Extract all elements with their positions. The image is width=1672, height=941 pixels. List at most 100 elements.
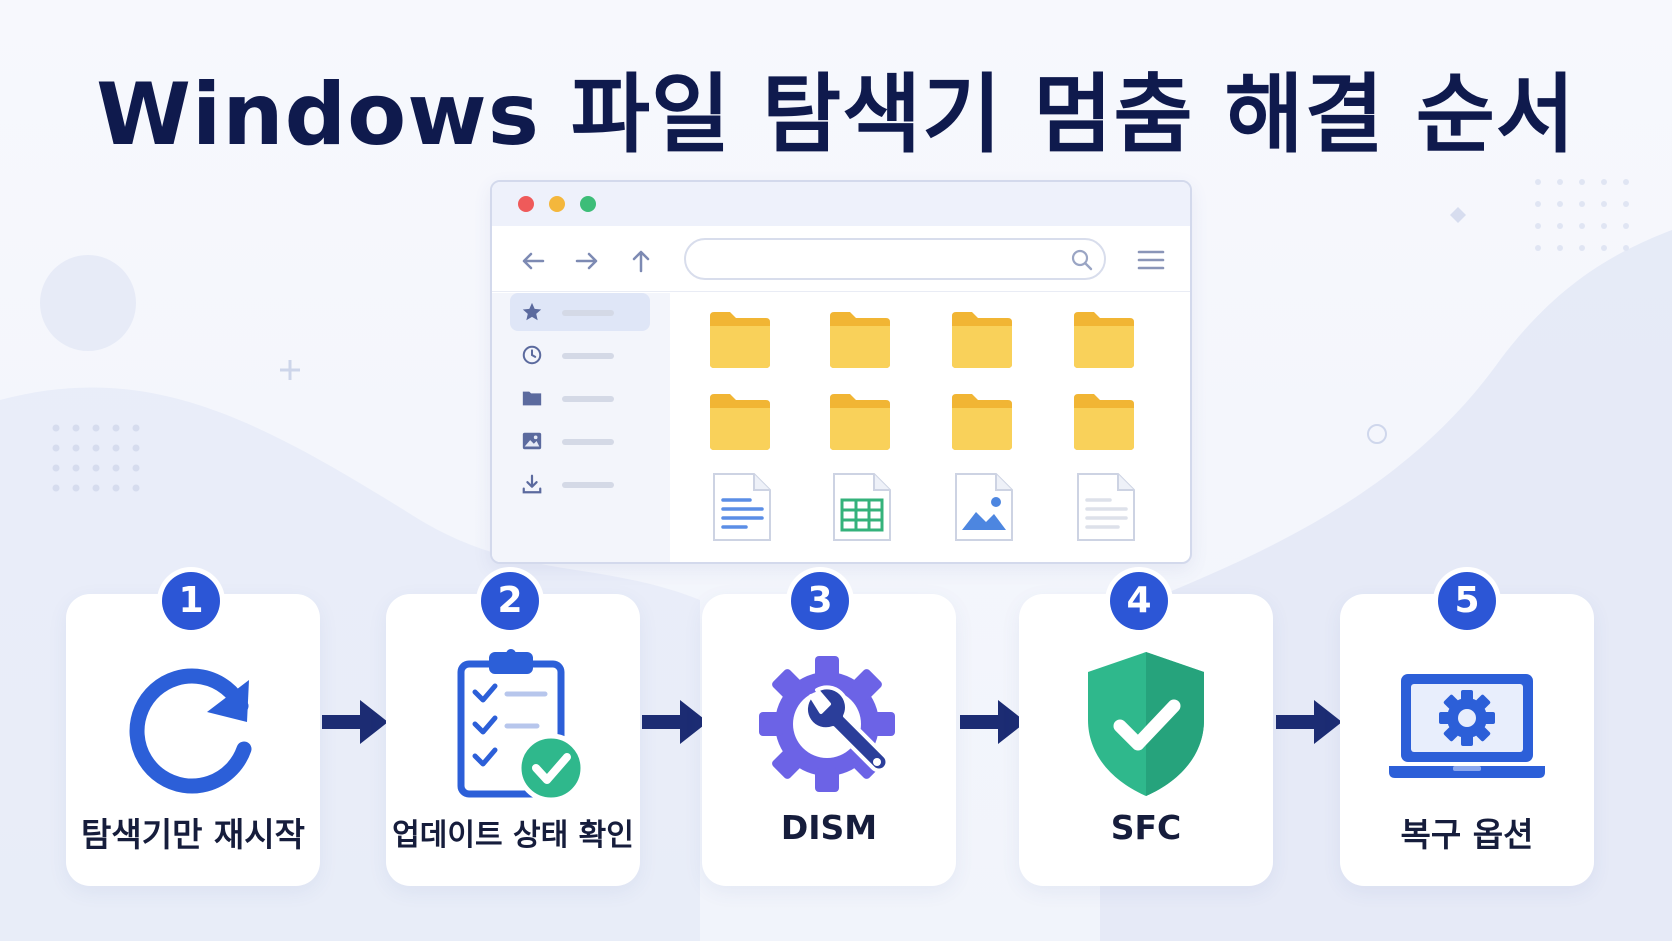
right-arrow-icon (1276, 700, 1342, 744)
explorer-toolbar (492, 226, 1190, 292)
laptop-gear-icon (1389, 674, 1545, 778)
restart-icon (129, 668, 252, 794)
decorative-dot (1557, 179, 1563, 185)
decorative-dot (72, 484, 80, 492)
decorative-dot (52, 444, 60, 452)
decorative-dot (1557, 223, 1563, 229)
search-icon (1071, 249, 1093, 271)
decorative-dot (132, 424, 140, 432)
maximize-dot (580, 196, 596, 212)
sidebar-placeholder-line (562, 353, 614, 359)
decorative-dot (1623, 201, 1629, 207)
decorative-dot (112, 444, 120, 452)
folder-icon (830, 394, 890, 450)
sidebar-placeholder-line (562, 439, 614, 445)
up-arrow-icon (632, 250, 650, 273)
image-icon (522, 432, 542, 450)
decorative-dot (52, 464, 60, 472)
right-arrow-icon (322, 700, 388, 744)
step-card-recovery-options: 복구 옵션 (1340, 594, 1594, 886)
decorative-dot (1535, 201, 1541, 207)
spreadsheet-document-icon (833, 473, 891, 541)
decorative-dot (52, 424, 60, 432)
step-label: 복구 옵션 (1400, 815, 1534, 854)
decorative-dot (92, 464, 100, 472)
step-label: DISM (780, 808, 878, 847)
step-label: SFC (1110, 808, 1182, 847)
decorative-dot (92, 484, 100, 492)
download-icon (522, 474, 542, 494)
search-input (684, 238, 1106, 280)
folder-icon (710, 312, 770, 368)
decorative-dot (1601, 179, 1607, 185)
decorative-dot (132, 464, 140, 472)
decorative-dot (1623, 179, 1629, 185)
page-title: Windows 파일 탐색기 멈춤 해결 순서 (96, 65, 1576, 165)
close-dot (518, 196, 534, 212)
image-document-icon (955, 473, 1013, 541)
file-explorer-window (490, 180, 1192, 564)
folder-icon (830, 312, 890, 368)
decorative-dot (1601, 245, 1607, 251)
decorative-dot (92, 424, 100, 432)
decorative-dot (52, 484, 60, 492)
folder-icon (952, 394, 1012, 450)
step-card-update-check: 업데이트 상태 확인 (386, 594, 640, 886)
folder-icon (952, 312, 1012, 368)
decorative-dot (72, 464, 80, 472)
decorative-dot (112, 424, 120, 432)
step-card-sfc: SFC (1019, 594, 1273, 886)
decorative-dot (132, 484, 140, 492)
decorative-dot (1623, 223, 1629, 229)
decorative-dot (1579, 223, 1585, 229)
sidebar-item-folders (510, 379, 650, 417)
decorative-dot (1535, 179, 1541, 185)
step-number-badge: 4 (1110, 572, 1168, 630)
sidebar-placeholder-line (562, 482, 614, 488)
decorative-dot (1557, 201, 1563, 207)
decorative-dot (92, 444, 100, 452)
step-card-dism: DISM (702, 594, 956, 886)
right-arrow-icon (642, 700, 708, 744)
decorative-dot (1601, 223, 1607, 229)
sidebar-item-favorites (510, 293, 650, 331)
step-label: 탐색기만 재시작 (80, 815, 305, 854)
gear-wrench-icon (759, 656, 895, 792)
step-card-restart: 탐색기만 재시작 (66, 594, 320, 886)
decorative-dot (1535, 223, 1541, 229)
clipboard-check-icon (457, 649, 586, 803)
folder-icon (1074, 394, 1134, 450)
decorative-dot (1579, 201, 1585, 207)
decorative-dot (1601, 201, 1607, 207)
star-icon (522, 302, 542, 321)
explorer-sidebar (492, 293, 670, 562)
step-number-badge: 5 (1438, 572, 1496, 630)
decorative-dot (112, 484, 120, 492)
minimize-dot (549, 196, 565, 212)
folder-icon (522, 391, 542, 406)
decorative-dot (112, 464, 120, 472)
step-label: 업데이트 상태 확인 (392, 818, 634, 853)
sidebar-item-recent (510, 336, 650, 374)
folder-icon (710, 394, 770, 450)
decorative-dot (72, 444, 80, 452)
sidebar-item-pictures (510, 422, 650, 460)
decorative-dot (1579, 179, 1585, 185)
folder-icon (1074, 312, 1134, 368)
back-arrow-icon (522, 252, 545, 270)
sidebar-placeholder-line (562, 396, 614, 402)
sidebar-placeholder-line (562, 310, 614, 316)
step-number-badge: 2 (481, 572, 539, 630)
sidebar-item-downloads (510, 465, 650, 503)
decorative-dot (1535, 245, 1541, 251)
decorative-dot (1557, 245, 1563, 251)
decorative-dot (72, 424, 80, 432)
forward-arrow-icon (575, 252, 598, 270)
text-document-icon (713, 473, 771, 541)
decorative-dot (132, 444, 140, 452)
decorative-dot (1579, 245, 1585, 251)
step-number-badge: 1 (162, 572, 220, 630)
right-arrow-icon (960, 700, 1026, 744)
window-titlebar (492, 182, 1190, 226)
clock-icon (522, 345, 542, 365)
